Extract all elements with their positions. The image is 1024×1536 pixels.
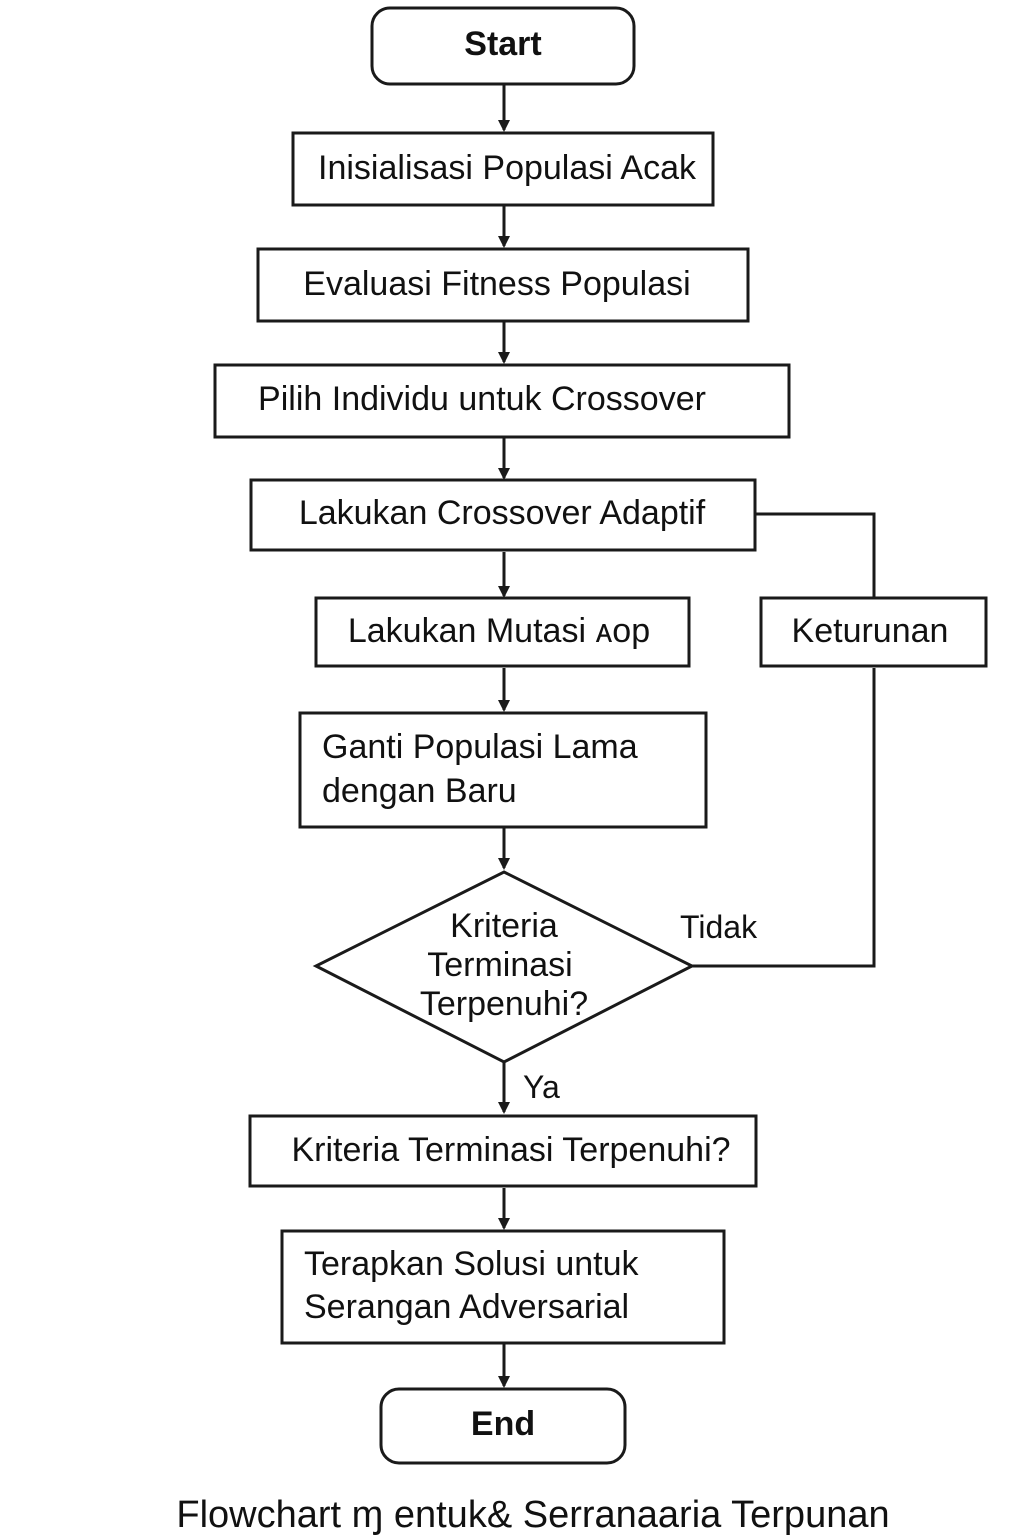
node-offspring-label: Keturunan [792, 612, 949, 650]
diagram-caption: Flowchart ɱ entuk& Serranaaria Terpunan [176, 1494, 889, 1536]
node-end: End [379, 1387, 627, 1465]
node-decision-label-line-1: Kriteria [450, 907, 558, 945]
node-apply-label-line-2: Serangan Adversarial [304, 1288, 629, 1326]
node-apply-label-line-1: Terapkan Solusi untuk [304, 1245, 640, 1283]
node-start: Start [370, 6, 636, 86]
edge-crossover-to-offspring [756, 512, 876, 598]
node-crossover: Lakukan Crossover Adaptif [249, 478, 757, 552]
node-replace: Ganti Populasi Lama dengan Baru [298, 711, 708, 829]
node-init-label: Inisialisasi Populasi Acak [318, 149, 697, 187]
edge-decision-to-offspring [692, 668, 876, 968]
node-check-label: Kriteria Terminasi Terpenuhi? [291, 1131, 730, 1169]
node-evaluate: Evaluasi Fitness Populasi [256, 247, 750, 323]
node-evaluate-label: Evaluasi Fitness Populasi [303, 265, 690, 303]
node-select: Pilih Individu untuk Crossover [213, 363, 791, 439]
node-start-label: Start [464, 25, 541, 63]
node-apply: Terapkan Solusi untuk Serangan Adversari… [280, 1229, 726, 1345]
node-select-label: Pilih Individu untuk Crossover [258, 380, 706, 418]
edge-label-ya: Ya [523, 1069, 560, 1105]
node-mutation: Lakukan Mutasi ᴀop [314, 596, 691, 668]
node-mutation-label: Lakukan Mutasi ᴀop [348, 612, 650, 650]
node-decision-label-line-2: Terminasi [427, 946, 572, 984]
node-check: Kriteria Terminasi Terpenuhi? [248, 1114, 758, 1188]
node-decision-label-line-3: Terpenuhi? [420, 985, 588, 1023]
node-offspring: Keturunan [759, 596, 988, 668]
node-replace-label-line-2: dengan Baru [322, 772, 517, 810]
node-init: Inisialisasi Populasi Acak [291, 131, 715, 207]
node-crossover-label: Lakukan Crossover Adaptif [299, 494, 706, 532]
edge-label-tidak: Tidak [680, 909, 758, 945]
node-decision: Kriteria Terminasi Terpenuhi? [312, 870, 696, 1064]
node-end-label: End [471, 1405, 535, 1443]
node-replace-label-line-1: Ganti Populasi Lama [322, 728, 638, 766]
edges-layer [498, 84, 876, 1388]
